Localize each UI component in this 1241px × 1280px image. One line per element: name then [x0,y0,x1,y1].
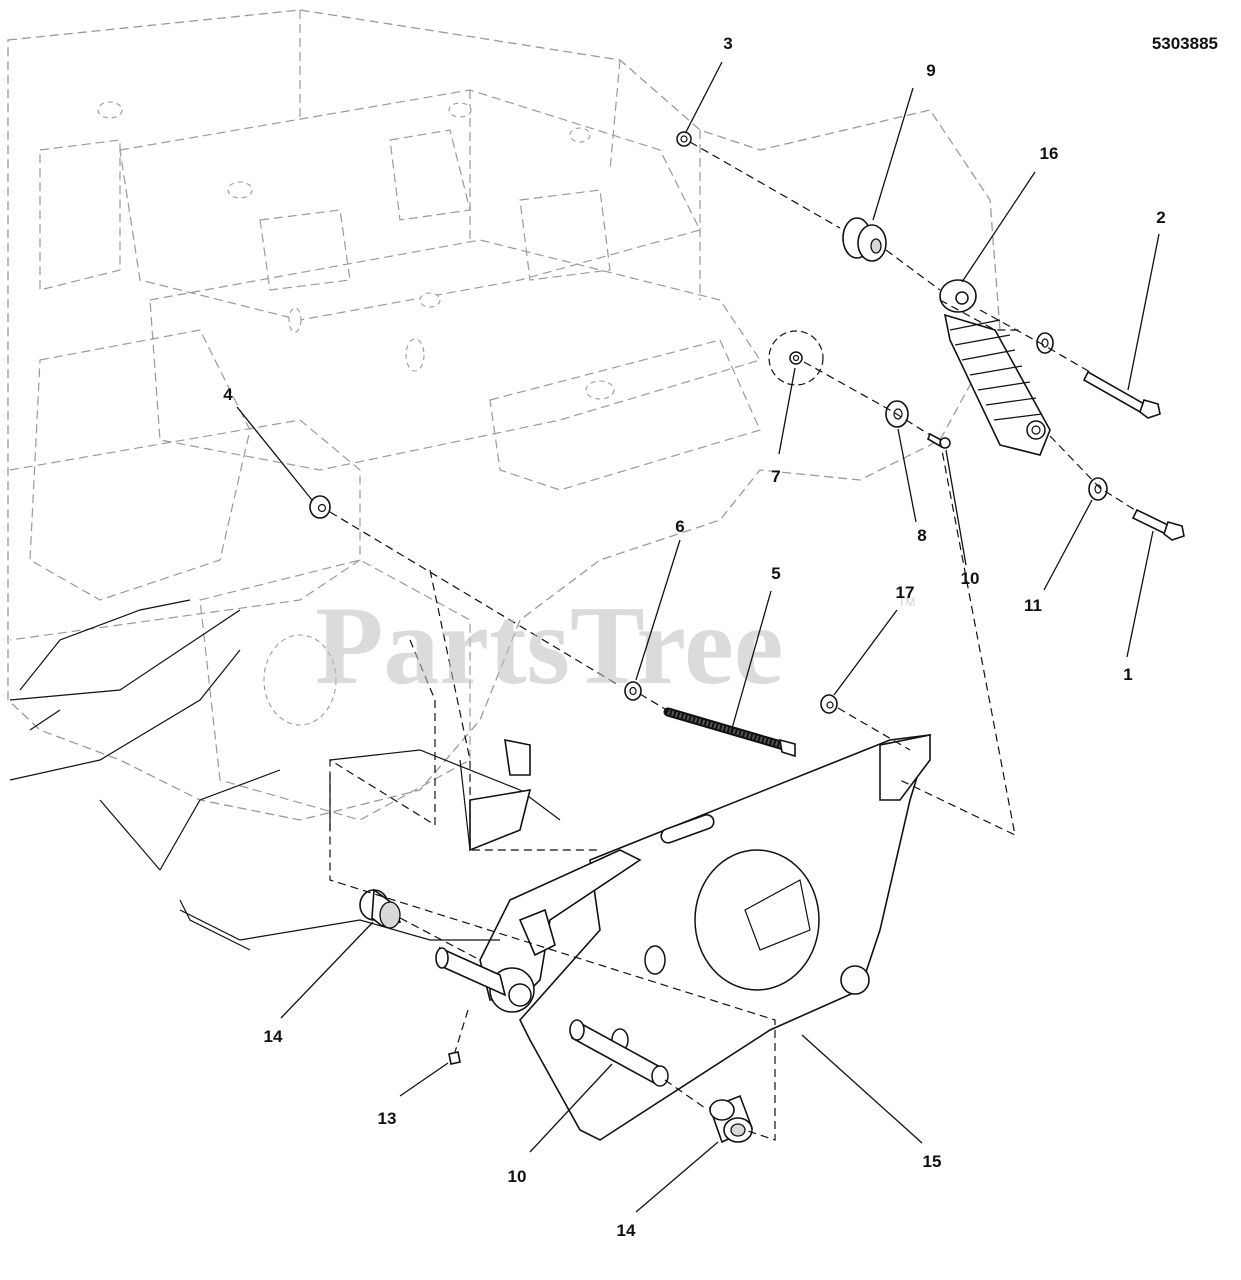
mounting-bracket-assembly [479,734,932,1141]
callout-2: 2 [1156,208,1165,227]
bolt-lower [1131,508,1185,541]
nut-right [820,694,838,714]
lower-frame-solid [9,599,561,951]
chassis-frame-phantom [7,9,1001,821]
watermark-trademark: TM [898,595,915,609]
watermark: PartsTree TM [315,584,915,708]
callout-6: 6 [675,517,684,536]
shock-absorber [939,279,1051,456]
bushing-rear [359,888,402,929]
callout-17: 17 [896,583,915,602]
nut-left [309,495,331,519]
callout-16: 15 [923,1152,942,1171]
washer-lower [1088,477,1108,501]
document-number: 5303885 [1152,34,1218,53]
callout-14b: 14 [617,1221,636,1240]
callout-3: 3 [723,34,732,53]
nut-detail [768,330,824,386]
callout-9: 10 [961,569,980,588]
washer-rod [624,681,642,701]
threaded-rod [663,707,796,758]
nut-upper-left [676,131,692,147]
callout-4: 4 [223,385,233,404]
bolt-upper [1082,370,1161,419]
callout-15: 16 [1040,144,1059,163]
callout-10: 10 [508,1167,527,1186]
callout-8: 8 [917,526,926,545]
grease-fitting [448,1051,461,1065]
callout-5: 5 [771,564,780,583]
callout-13: 13 [378,1109,397,1128]
spacer-bushing [842,217,887,262]
bushing-front [708,1094,754,1144]
watermark-text: PartsTree [315,584,784,708]
callout-1: 1 [1123,665,1132,684]
pivot-pin [435,946,669,1087]
assembly-lines [329,141,1136,1141]
callout-7: 7 [771,467,780,486]
callout-labels: 3 9 16 2 4 7 8 10 11 1 6 5 17 14 13 10 1… [223,34,1165,1240]
leader-lines [236,61,1160,1213]
callout-14a: 14 [264,1027,283,1046]
callout-11: 9 [926,61,935,80]
callout-12: 11 [1024,596,1042,615]
